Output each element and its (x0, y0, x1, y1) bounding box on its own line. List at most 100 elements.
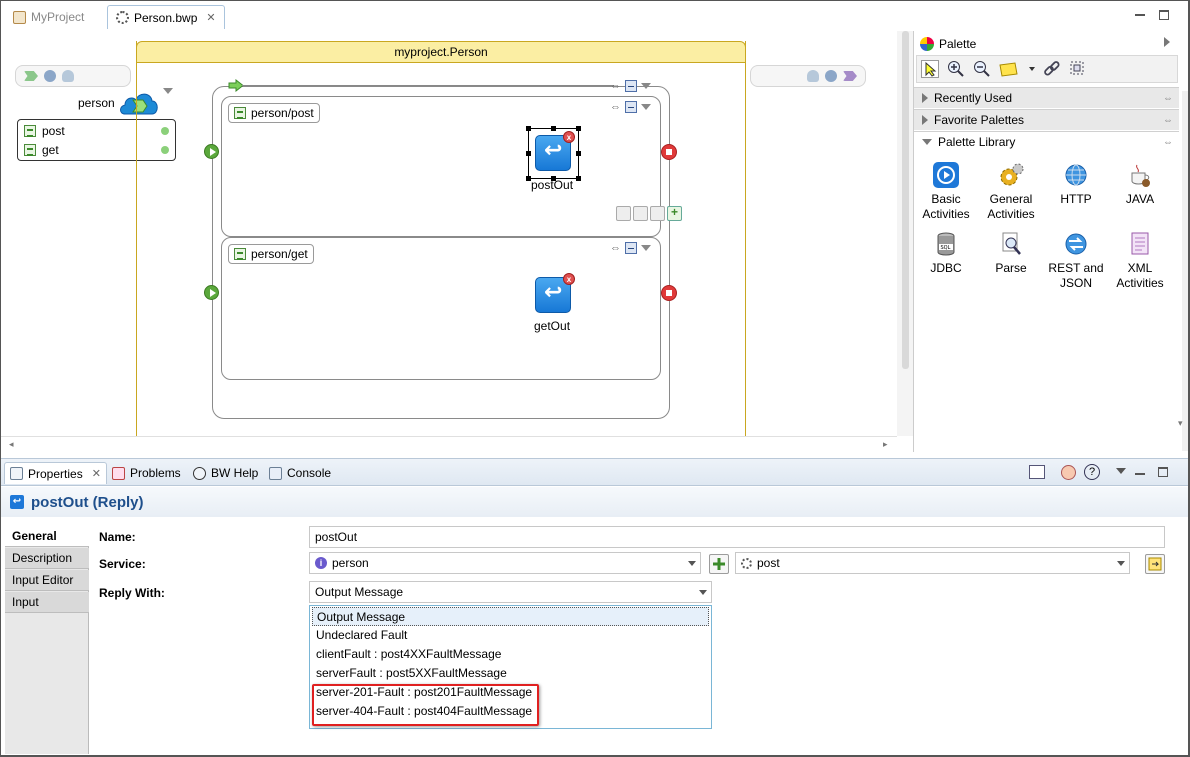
scope-controls[interactable]: ⇔ (610, 80, 651, 92)
chevron-down-icon[interactable] (163, 88, 173, 94)
operation-get[interactable]: get (24, 141, 59, 159)
scope-controls[interactable]: ⇔ (610, 242, 651, 254)
operation-select[interactable]: post (735, 552, 1130, 574)
activity-label[interactable]: getOut (534, 319, 571, 333)
pin-icon[interactable]: ⇔ (1163, 136, 1173, 148)
scroll-right-icon[interactable]: ▸ (883, 439, 888, 449)
info-icon[interactable] (825, 70, 837, 82)
start-icon[interactable] (204, 285, 219, 300)
maximize-icon[interactable] (1158, 467, 1168, 477)
chevron-icon[interactable] (24, 71, 38, 81)
chevron-down-icon[interactable] (1117, 561, 1125, 566)
chevron-down-icon[interactable] (699, 590, 707, 595)
cloud-icon[interactable] (807, 70, 819, 82)
side-tab-description[interactable]: Description (5, 548, 89, 569)
tab-problems[interactable]: Problems (107, 462, 186, 484)
minimize-icon[interactable] (1135, 473, 1145, 475)
start-icon[interactable] (204, 144, 219, 159)
scroll-down-icon[interactable]: ▾ (1178, 418, 1183, 428)
help-icon[interactable]: ? (1084, 464, 1100, 480)
collapse-arrows-icon[interactable]: ⇔ (610, 101, 621, 113)
option-client-fault[interactable]: clientFault : post4XXFaultMessage (316, 647, 502, 661)
palette-item-xml-activities[interactable]: XML Activities (1108, 231, 1172, 291)
activity-mini-toolbar[interactable] (616, 205, 682, 221)
reply-with-select[interactable]: Output Message (309, 581, 712, 603)
activity-label[interactable]: postOut (531, 178, 574, 192)
side-tab-input-editor[interactable]: Input Editor (5, 570, 89, 591)
chevron-icon[interactable] (843, 71, 857, 81)
add-icon[interactable] (667, 205, 682, 221)
side-tab-general[interactable]: General (5, 526, 89, 547)
close-icon[interactable]: ✕ (91, 468, 101, 480)
connector-dot[interactable] (161, 127, 169, 135)
view-menu-icon[interactable] (1116, 468, 1126, 474)
palette-item-parse[interactable]: Parse (979, 231, 1043, 276)
pin-icon[interactable]: ⇔ (1163, 114, 1173, 126)
option-undeclared-fault[interactable]: Undeclared Fault (316, 628, 408, 642)
scrollbar-thumb[interactable] (902, 31, 909, 369)
end-icon[interactable] (661, 285, 677, 301)
chevron-right-icon[interactable] (1164, 37, 1170, 47)
chevron-down-icon[interactable] (641, 83, 651, 89)
collapse-icon[interactable] (625, 101, 637, 113)
scope-controls[interactable]: ⇔ (610, 101, 651, 113)
end-icon[interactable] (661, 144, 677, 160)
tab-properties[interactable]: Properties ✕ (4, 462, 107, 484)
collapse-arrows-icon[interactable]: ⇔ (610, 80, 621, 92)
tab-bw-help[interactable]: BW Help (188, 462, 263, 484)
link-icon[interactable] (1061, 465, 1076, 480)
scroll-left-icon[interactable]: ◂ (9, 439, 14, 449)
option-server-404-fault[interactable]: server-404-Fault : post404FaultMessage (316, 704, 533, 718)
zoom-in-icon[interactable] (947, 60, 965, 78)
service-select[interactable]: i person (309, 552, 701, 574)
section-palette-library[interactable]: Palette Library ⇔ (914, 131, 1179, 152)
horizontal-scrollbar[interactable]: ◂ ▸ (1, 436, 897, 452)
chevron-down-icon[interactable] (1029, 60, 1035, 78)
collapse-icon[interactable] (625, 242, 637, 254)
zoom-out-icon[interactable] (973, 60, 991, 78)
option-output-message[interactable]: Output Message (312, 607, 709, 626)
chevron-icon[interactable] (633, 206, 648, 221)
tab-myproject[interactable]: MyProject (5, 5, 92, 29)
collapse-icon[interactable] (625, 80, 637, 92)
side-tab-input[interactable]: Input (5, 592, 89, 613)
group-select-icon[interactable] (1069, 60, 1087, 78)
process-canvas[interactable]: person post get myproject.Person ⇔ perso… (1, 31, 897, 436)
palette-item-java[interactable]: JAVA (1108, 162, 1172, 207)
navigate-button[interactable] (1145, 554, 1165, 574)
pin-icon[interactable]: ⇔ (1163, 92, 1173, 104)
tab-console[interactable]: Console (264, 462, 336, 484)
scope-label[interactable]: person/get (228, 244, 314, 264)
link-icon[interactable] (650, 206, 665, 221)
option-server-201-fault[interactable]: server-201-Fault : post201FaultMessage (316, 685, 533, 699)
name-field[interactable]: postOut (309, 526, 1165, 548)
info-icon[interactable] (44, 70, 56, 82)
chevron-down-icon[interactable] (641, 104, 651, 110)
note-icon[interactable] (999, 60, 1021, 78)
select-arrow-icon[interactable] (921, 60, 939, 78)
tab-person-bwp[interactable]: Person.bwp ✕ (107, 5, 225, 29)
chevron-down-icon[interactable] (641, 245, 651, 251)
chevron-down-icon[interactable] (688, 561, 696, 566)
link-icon[interactable] (1043, 60, 1061, 78)
add-service-button[interactable] (709, 554, 729, 574)
section-recently-used[interactable]: Recently Used ⇔ (914, 87, 1179, 108)
collapse-arrows-icon[interactable]: ⇔ (610, 242, 621, 254)
palette-scrollbar[interactable] (1182, 91, 1188, 451)
scope-label[interactable]: person/post (228, 103, 320, 123)
minimize-icon[interactable] (1135, 14, 1145, 16)
palette-item-jdbc[interactable]: SQL JDBC (914, 231, 978, 276)
option-server-fault[interactable]: serverFault : post5XXFaultMessage (316, 666, 507, 680)
palette-item-basic-activities[interactable]: Basic Activities (914, 162, 978, 222)
section-favorite-palettes[interactable]: Favorite Palettes ⇔ (914, 109, 1179, 130)
service-toolbar-left[interactable] (15, 65, 131, 87)
palette-item-http[interactable]: HTTP (1044, 162, 1108, 207)
palette-item-rest-and-json[interactable]: REST and JSON (1044, 231, 1108, 291)
connector-dot[interactable] (161, 146, 169, 154)
cloud-icon[interactable] (62, 70, 74, 82)
process-container[interactable] (136, 41, 746, 436)
palette-item-general-activities[interactable]: General Activities (979, 162, 1043, 222)
close-icon[interactable]: ✕ (206, 12, 216, 24)
maximize-icon[interactable] (1159, 10, 1169, 20)
operation-post[interactable]: post (24, 122, 65, 140)
